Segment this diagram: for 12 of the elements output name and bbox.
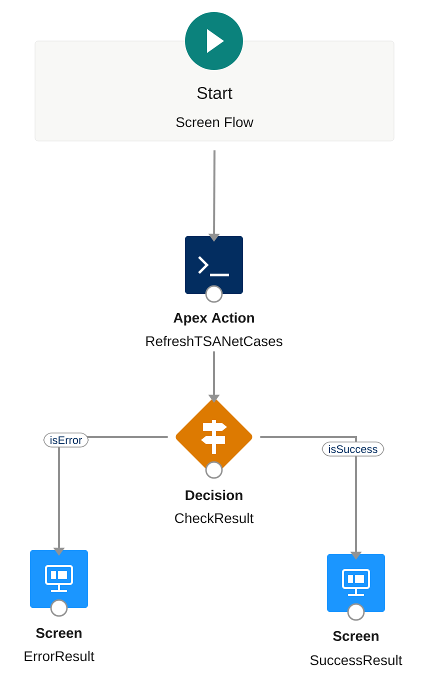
node-title: Decision: [186, 490, 242, 500]
node-title: Screen: [333, 631, 378, 641]
node-title: Screen: [36, 628, 82, 638]
node-title: Start: [197, 86, 232, 100]
node-subtitle: RefreshTSANetCases: [146, 336, 282, 346]
node-title: Apex Action: [174, 312, 254, 326]
node-subtitle: CheckResult: [175, 512, 254, 524]
node-subtitle: ErrorResult: [24, 650, 94, 662]
edge-label: isSuccess: [322, 442, 384, 456]
edge-label: isError: [43, 432, 89, 448]
node-subtitle: Screen Flow: [176, 116, 254, 128]
node-subtitle: SuccessResult: [310, 654, 402, 666]
